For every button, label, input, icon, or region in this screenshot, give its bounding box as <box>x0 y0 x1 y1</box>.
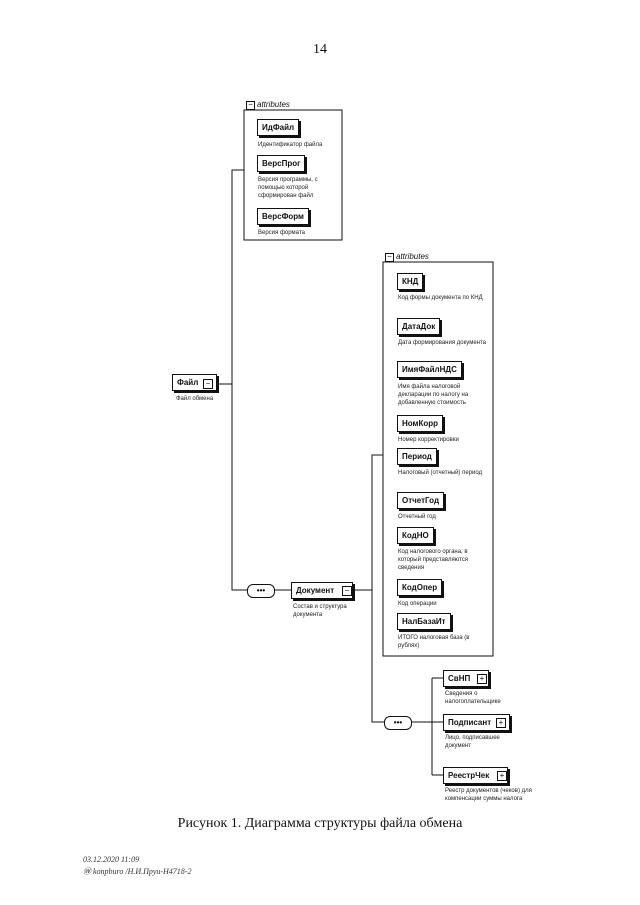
attributes-group-label: attributes <box>396 252 429 261</box>
attribute-desc: Код операции <box>398 601 437 607</box>
expand-icon[interactable]: + <box>497 771 507 781</box>
expand-icon[interactable]: + <box>477 674 487 684</box>
attribute-box-nomkorr[interactable]: НомКорр <box>397 415 444 432</box>
attribute-box-imyafaylnds[interactable]: ИмяФайлНДС <box>397 361 462 378</box>
attribute-desc: Налоговый (отчетный) период <box>398 470 483 476</box>
attribute-desc: Дата формирования документа <box>398 340 487 346</box>
child-element-desc: Лицо, подписавшее документ <box>445 735 500 749</box>
print-stamp: Ⓦ konpburo /Н.И.Пруи-Н4718-2 <box>83 867 192 876</box>
sequence-icon[interactable]: ••• <box>247 584 275 598</box>
attribute-desc: Номер корректировки <box>398 437 459 443</box>
attribute-box-period[interactable]: Период <box>397 448 437 465</box>
attribute-desc: Версия программы, с помощью которой сфор… <box>258 177 318 199</box>
attribute-box-versprog[interactable]: ВерсПрог <box>257 155 306 172</box>
attribute-desc: Код формы документа по КНД <box>398 295 483 301</box>
child-element-desc: Реестр документов (чеков) для компенсаци… <box>445 788 532 802</box>
attribute-box-idfile[interactable]: ИдФайл <box>257 119 300 136</box>
attribute-box-nalbazait[interactable]: НалБазаИт <box>397 613 451 630</box>
figure-caption: Рисунок 1. Диаграмма структуры файла обм… <box>177 816 463 831</box>
collapse-icon[interactable]: − <box>246 101 255 110</box>
expand-icon[interactable]: + <box>496 718 506 728</box>
document-element-box[interactable]: Документ <box>291 582 354 599</box>
collapse-icon[interactable]: − <box>203 379 213 389</box>
attribute-desc: Имя файла налоговой декларации по налогу… <box>398 384 469 406</box>
attribute-desc: Идентификатор файла <box>258 142 323 148</box>
attribute-box-kodoper[interactable]: КодОпер <box>397 579 443 596</box>
child-element-reestrchek[interactable]: РеестрЧек <box>443 767 509 784</box>
attributes-group-label: attributes <box>257 100 290 109</box>
attribute-desc: ИТОГО налоговая база (в рублях) <box>398 635 470 649</box>
sequence-icon[interactable]: ••• <box>384 716 412 730</box>
child-element-podpisant[interactable]: Подписант <box>443 714 511 731</box>
attribute-box-otchetgod[interactable]: ОтчетГод <box>397 492 445 509</box>
collapse-icon[interactable]: − <box>385 253 394 262</box>
child-element-desc: Сведения о налогоплательщике <box>445 691 501 705</box>
collapse-icon[interactable]: − <box>342 586 352 596</box>
attribute-box-kodno[interactable]: КодНО <box>397 527 434 544</box>
attribute-desc: Версия формата <box>258 230 305 236</box>
document-element-desc: Состав и структура документа <box>293 604 347 618</box>
page-number: 14 <box>313 42 327 57</box>
attribute-desc: Отчетный год <box>398 514 436 520</box>
print-timestamp: 03.12.2020 11:09 <box>83 855 140 864</box>
attribute-box-versform[interactable]: ВерсФорм <box>257 208 309 225</box>
attribute-box-knd[interactable]: КНД <box>397 273 424 290</box>
attribute-box-datadok[interactable]: ДатаДок <box>397 318 441 335</box>
attribute-desc: Код налогового органа, в который предста… <box>398 549 468 571</box>
root-element-desc: Файл обмена <box>176 396 214 402</box>
